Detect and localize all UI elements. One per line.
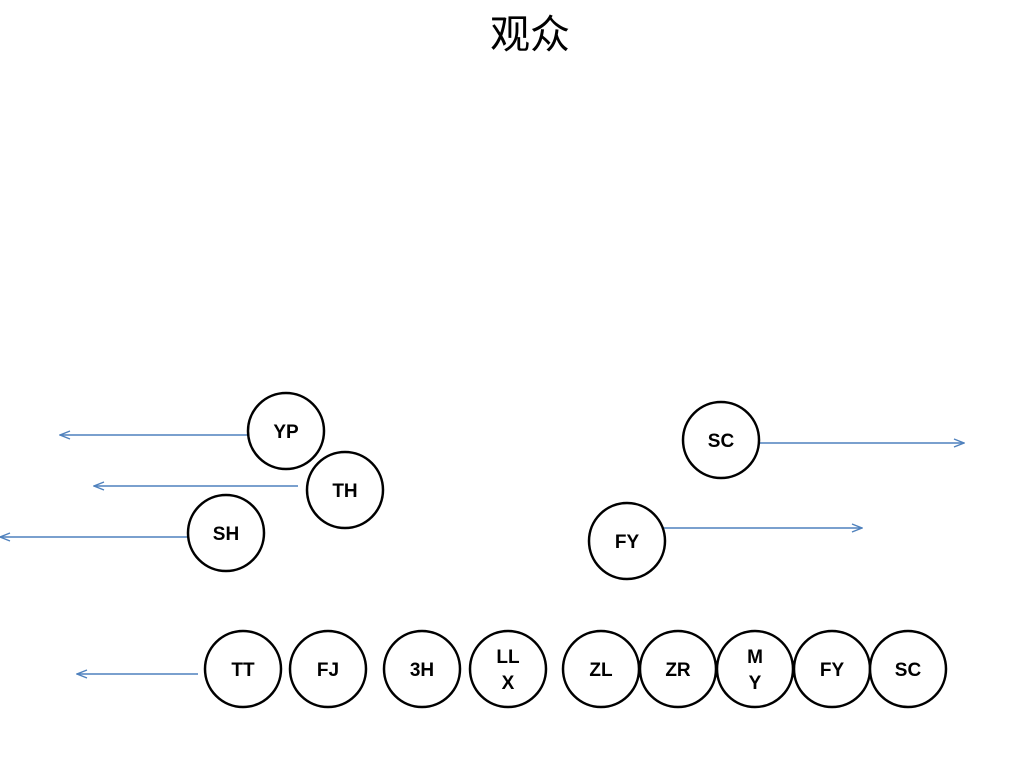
node-sc-lower: SC [868,629,948,709]
node-label-my-2: Y [749,673,762,694]
node-sh: SH [186,493,266,573]
nodes-layer: YP TH SH SC FY TT FJ 3H LL X ZL ZR MY FY SC [186,391,948,709]
node-circle-sc-upper [681,400,761,480]
node-circle-fy-upper [587,501,667,581]
node-fj: FJ [288,629,368,709]
node-circle-3h [382,629,462,709]
node-zr: ZR [638,629,718,709]
node-3h: 3H [382,629,462,709]
node-th: TH [305,450,385,530]
audience-title: 观众 [490,12,570,58]
node-label-fy-upper: FY [615,532,640,553]
node-sc-upper: SC [681,400,761,480]
node-label-zr: ZR [665,660,691,681]
node-label-fy-lower: FY [820,660,845,681]
node-circle-tt [203,629,283,709]
node-label-sc-lower: SC [895,660,922,681]
node-fy-lower: FY [792,629,872,709]
node-label-th: TH [332,481,357,502]
node-zl: ZL [561,629,641,709]
node-label-fj: FJ [317,660,339,681]
arrows-layer [0,435,964,674]
node-label-yp: YP [273,422,299,443]
node-circle-yp [246,391,326,471]
node-circle-sh [186,493,266,573]
node-my: MY [715,629,795,709]
node-yp: YP [246,391,326,471]
node-label-zl: ZL [589,660,613,681]
node-circle-th [305,450,385,530]
node-tt: TT [203,629,283,709]
node-circle-llx [468,629,548,709]
node-label-sh: SH [213,524,239,545]
node-label-llx-2: X [502,673,515,694]
node-label-my-1: M [747,647,763,668]
node-label-3h: 3H [410,660,434,681]
node-label-sc-upper: SC [708,431,735,452]
node-label-llx-1: LL [496,647,520,668]
node-circle-my [715,629,795,709]
node-llx: LL X [468,629,548,709]
node-circle-sc-lower [868,629,948,709]
node-label-tt: TT [231,660,255,681]
node-fy-upper: FY [587,501,667,581]
node-circle-fj [288,629,368,709]
